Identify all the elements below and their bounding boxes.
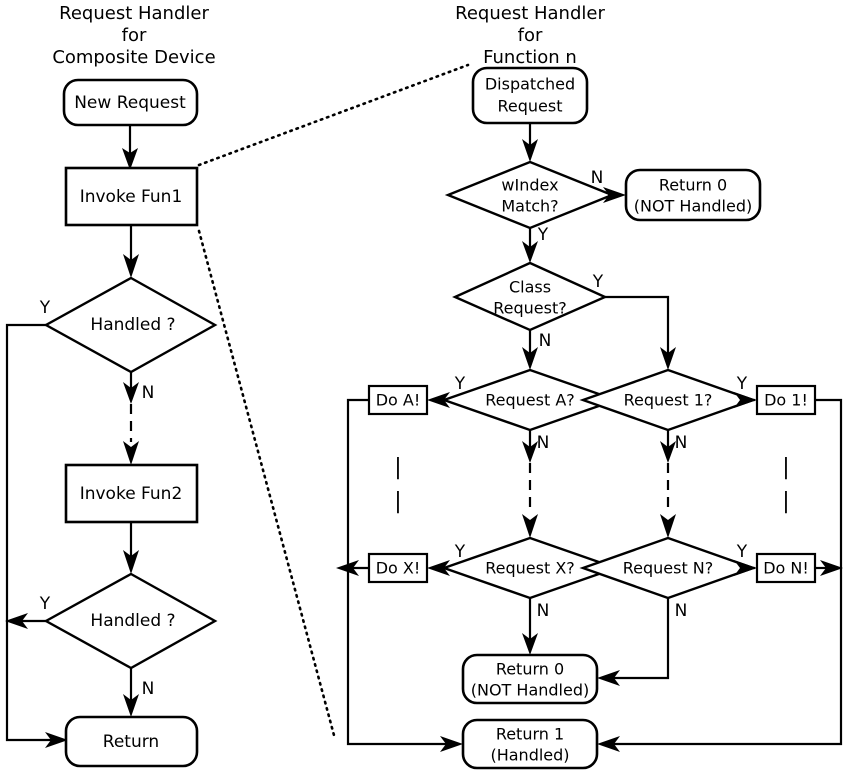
node-do-1-label: Do 1!	[764, 391, 808, 410]
right-title-line-1: Request Handler	[455, 3, 605, 24]
arrowhead-dashed-to-requestx	[522, 514, 538, 538]
arrowhead-windex-no	[603, 187, 626, 203]
node-request-n-label: Request N?	[623, 559, 714, 578]
arrowhead-request1-no	[660, 441, 676, 463]
right-title-line-3: Function n	[483, 47, 577, 68]
node-handled-2-label: Handled ?	[90, 611, 175, 631]
edge-handled1-yes-to-return	[5, 323, 54, 742]
label-requesta-yes: Y	[454, 374, 466, 394]
callout-dotted-bottom	[197, 229, 337, 741]
label-handled2-no: N	[142, 679, 155, 699]
edge-do1-to-return1	[612, 398, 843, 746]
node-return-label: Return	[103, 732, 159, 752]
left-title-line-2: for	[122, 25, 147, 46]
ellipsis-right-1: |	[782, 455, 789, 480]
node-dispatched-request-line-2: Request	[498, 97, 563, 116]
node-invoke-fun1[interactable]	[64, 166, 199, 227]
label-handled1-no: N	[142, 383, 155, 403]
edge-class-yes-to-request1	[605, 295, 670, 353]
node-return0-bottom-line-1: Return 0	[496, 660, 564, 679]
node-return0-top-line-2: (NOT Handled)	[634, 197, 752, 216]
arrowhead-don-rail	[820, 560, 843, 576]
node-windex-match-line-1: wIndex	[501, 176, 558, 195]
node-return1-bottom-line-2: (Handled)	[490, 746, 569, 765]
node-do-x[interactable]	[367, 552, 429, 584]
arrowhead-windex-yes	[522, 241, 538, 263]
label-requestn-yes: Y	[736, 542, 748, 562]
ellipsis-left-1: |	[394, 455, 401, 480]
arrowhead-requesta-no	[522, 441, 538, 463]
arrowhead-requesta-yes	[427, 392, 450, 408]
node-return1-bottom-line-1: Return 1	[496, 725, 564, 744]
label-class-yes: Y	[592, 272, 604, 292]
node-invoke-fun2-label: Invoke Fun2	[80, 484, 183, 504]
node-class-request[interactable]	[452, 261, 608, 332]
arrowhead-dashed-to-requestn	[660, 514, 676, 538]
label-requestx-yes: Y	[454, 542, 466, 562]
ellipsis-left-2: |	[394, 489, 401, 514]
node-request-x-label: Request X?	[485, 559, 575, 578]
arrowhead-requestx-yes	[427, 560, 450, 576]
arrowhead-dispatched-windex	[522, 139, 538, 162]
node-return0-bottom[interactable]	[461, 653, 599, 705]
label-class-no: N	[539, 331, 552, 351]
label-windex-no: N	[591, 168, 604, 188]
arrowhead-fun1-handled1	[123, 254, 139, 278]
node-do-a[interactable]	[367, 384, 429, 416]
node-new-request-label: New Request	[74, 93, 186, 113]
arrowhead-leftrail-to-return	[45, 732, 68, 748]
node-class-request-line-1: Class	[509, 278, 551, 297]
left-title-line-3: Composite Device	[52, 47, 215, 68]
arrowhead-handled2-no	[123, 694, 139, 717]
arrowhead-requestn-no	[597, 670, 620, 686]
label-handled1-yes: Y	[39, 298, 51, 318]
ellipsis-right-2: |	[782, 489, 789, 514]
left-title-line-1: Request Handler	[59, 3, 209, 24]
edge-requestn-no-to-return0	[612, 598, 670, 680]
node-windex-match-line-2: Match?	[501, 197, 558, 216]
node-class-request-line-2: Request?	[493, 299, 566, 318]
node-do-a-label: Do A!	[376, 391, 421, 410]
node-return0-bottom-line-2: (NOT Handled)	[471, 681, 589, 700]
arrowhead-fun2-handled2	[123, 550, 139, 574]
node-return[interactable]	[64, 715, 199, 768]
label-requesta-no: N	[537, 433, 550, 453]
node-request-a-label: Request A?	[485, 391, 575, 410]
arrowhead-handled2-yes	[5, 613, 28, 629]
arrowhead-rightrail-return1	[597, 736, 620, 752]
node-do-n[interactable]	[755, 552, 817, 584]
node-do-x-label: Do X!	[376, 559, 421, 578]
arrowhead-leftrail-return1	[440, 736, 463, 752]
arrowhead-class-no	[522, 347, 538, 370]
node-handled-1-label: Handled ?	[90, 315, 175, 335]
node-return0-top[interactable]	[624, 168, 762, 222]
label-request1-no: N	[675, 433, 688, 453]
arrowhead-handled1-no	[123, 382, 139, 404]
arrowhead-request1-yes	[734, 392, 757, 408]
node-invoke-fun1-label: Invoke Fun1	[80, 187, 183, 207]
node-dispatched-request-line-1: Dispatched	[485, 75, 575, 94]
label-requestn-no: N	[675, 601, 688, 621]
node-return0-top-line-1: Return 0	[659, 176, 727, 195]
node-request-1-label: Request 1?	[624, 391, 713, 410]
label-windex-yes: Y	[537, 225, 549, 245]
arrowhead-requestx-no	[522, 633, 538, 655]
arrowhead-newrequest-fun1	[122, 148, 138, 170]
arrowhead-dox-rail	[336, 560, 359, 576]
label-request1-yes: Y	[736, 374, 748, 394]
label-requestx-no: N	[537, 601, 550, 621]
label-handled2-yes: Y	[39, 594, 51, 614]
right-title-line-2: for	[518, 25, 543, 46]
node-do-n-label: Do N!	[763, 559, 809, 578]
arrowhead-requestn-yes	[734, 560, 757, 576]
arrowhead-class-yes	[660, 347, 676, 370]
arrowhead-dashed-to-fun2	[123, 441, 139, 465]
callout-dotted-top	[197, 63, 470, 167]
node-windex-match[interactable]	[444, 160, 616, 230]
